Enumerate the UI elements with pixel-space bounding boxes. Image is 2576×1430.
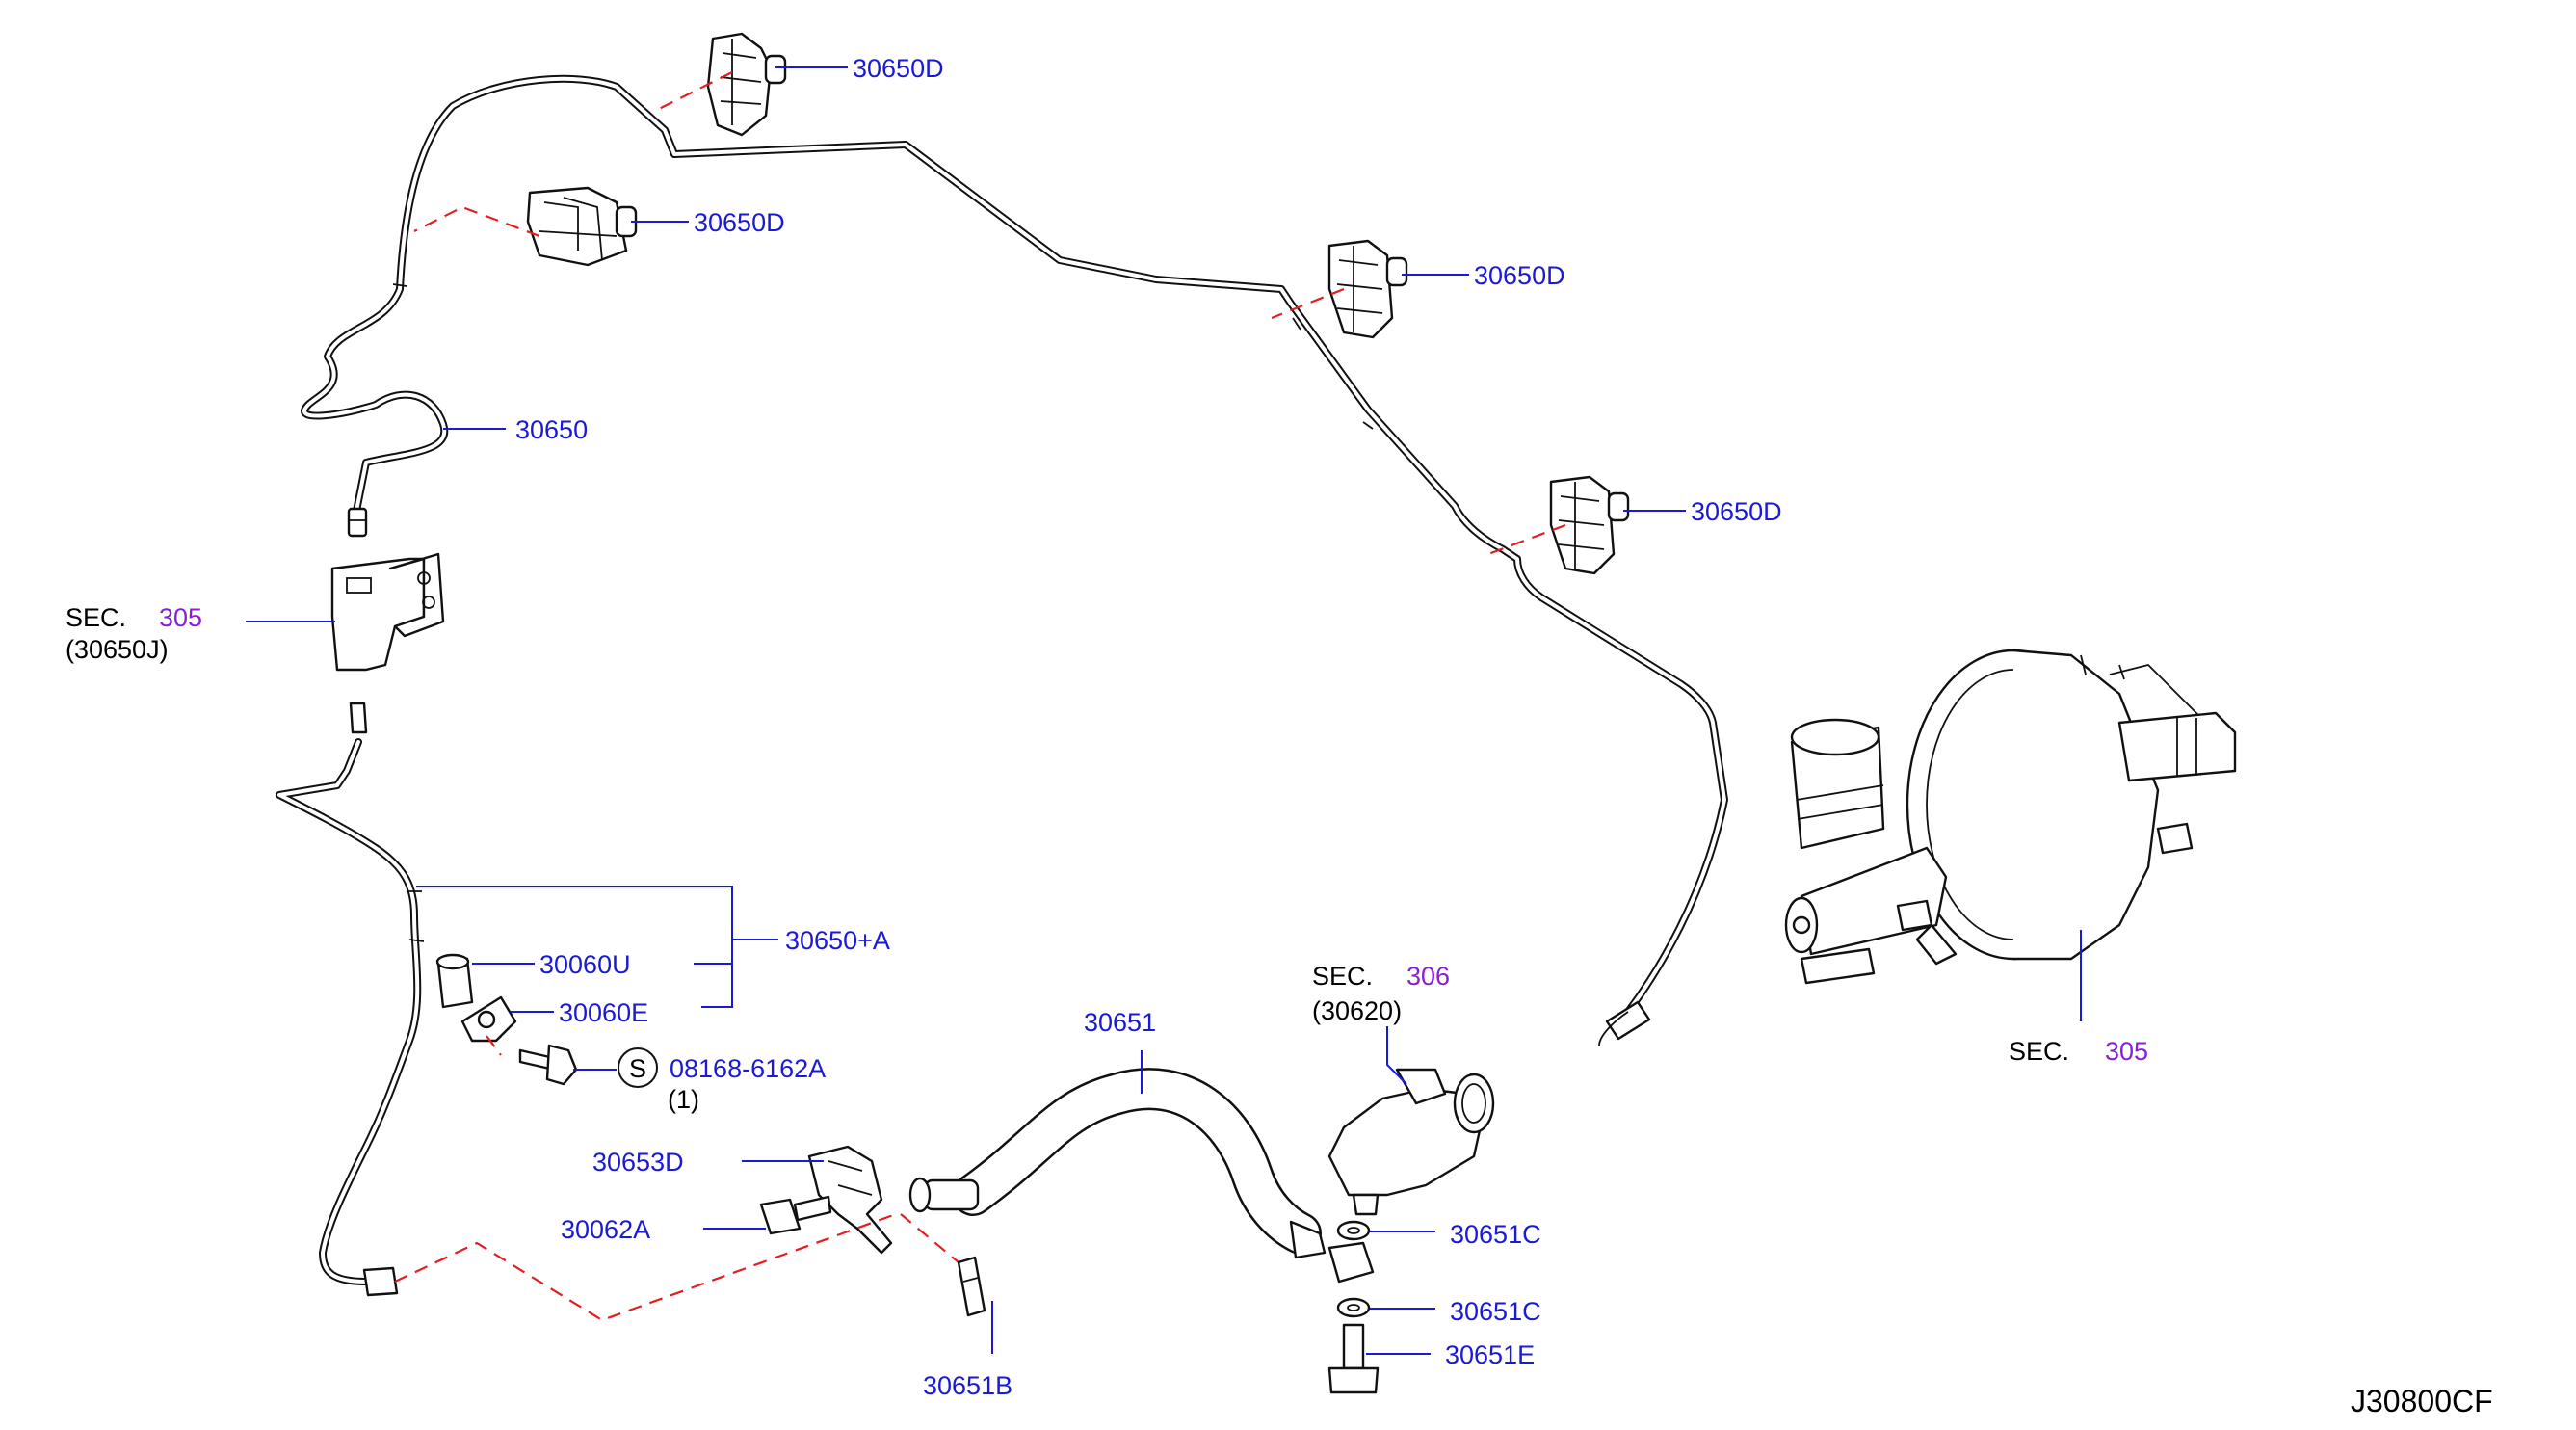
hose-30651 [908,1068,1327,1259]
label-sec305-left-prefix: SEC. [66,603,126,632]
leader-tube-assy [416,886,778,1008]
ref-clip-30651b [900,1213,959,1263]
label-hose: 30651 [1084,1008,1156,1037]
grommet-30060u [435,953,474,1009]
clutch-tube-lower [276,702,425,1297]
clamp-30060e [460,995,517,1043]
brake-booster [1906,649,2237,961]
label-bracket: 30653D [592,1148,684,1177]
diagram-code: J30800CF [2351,1384,2493,1418]
clutch-tube-main [301,74,1728,1046]
clip-30650d-middle [1327,239,1408,339]
label-sec305-left-num: 305 [159,603,202,632]
label-sec305-right-prefix: SEC. [2009,1037,2069,1066]
bolt-symbol-circle [618,1047,658,1088]
ref-clip-middle [1271,287,1345,320]
fitting-mid [1327,1241,1375,1284]
label-clip3: 30650D [1474,261,1565,290]
label-clip4: 30650D [1691,497,1782,526]
label-washer1: 30651C [1450,1220,1541,1249]
label-sec306-prefix: SEC. [1312,962,1373,991]
bolt-30651e [1327,1323,1380,1394]
washer-30651c-1 [1336,1220,1371,1241]
label-tube-upper: 30650 [515,415,588,444]
label-sec306-sub: (30620) [1312,996,1402,1025]
ref-hose-to-tube [394,1212,897,1322]
label-clip1: 30650D [853,54,944,83]
clip-30650d-right [1549,475,1630,575]
leader-sec306 [1386,1026,1407,1085]
ref-clip-left [413,205,540,238]
label-30060u: 30060U [539,950,631,979]
clip-30650d-top [706,32,787,137]
label-sec306-num: 306 [1406,962,1450,991]
label-30651e: 30651E [1445,1340,1535,1369]
label-bolt-part: 08168-6162A [670,1054,826,1083]
label-tube-assy: 30650+A [785,926,890,955]
sec306-elbow [1327,1068,1495,1216]
label-30060e: 30060E [559,998,648,1027]
label-30651b: 30651B [923,1371,1012,1400]
master-cylinder [1784,718,1958,985]
bolt-30062a [759,1195,832,1235]
sec305-bracket [330,552,445,672]
bracket-30653d [807,1145,893,1255]
tube-upper-fitting [347,507,368,538]
ref-clip-right [1487,523,1566,556]
label-bolt-symbol: S [629,1054,646,1083]
bolt-08168 [518,1044,578,1086]
clip-30650d-left [526,186,638,267]
label-clip2: 30650D [694,208,785,237]
label-sec305-right-num: 305 [2105,1037,2148,1066]
label-washer2: 30651C [1450,1297,1541,1326]
label-sec305-left-sub: (30650J) [66,635,169,664]
clip-30651b [957,1256,986,1317]
ref-clamp [486,1035,502,1056]
ref-clip-top [654,71,733,112]
label-bolt-qty: (1) [668,1085,699,1114]
washer-30651c-2 [1336,1297,1371,1318]
label-30062a: 30062A [561,1215,650,1244]
